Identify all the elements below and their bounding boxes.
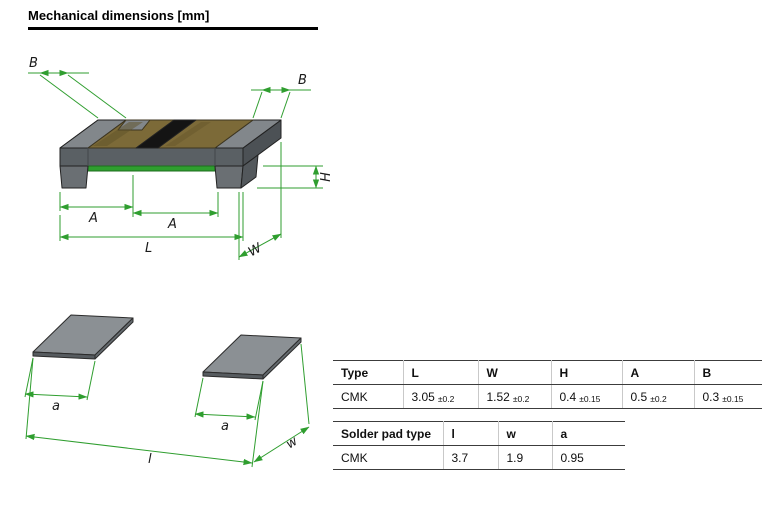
dim-b-right: [251, 86, 311, 119]
header-type: Type: [333, 360, 403, 385]
value: 0.4: [559, 390, 577, 404]
label-b-left: B: [29, 56, 38, 71]
header-b-upper: B: [693, 360, 762, 385]
label-a-right: A: [167, 217, 177, 232]
right-terminal: [214, 165, 244, 189]
cell-width: 1.52±0.2: [477, 384, 551, 409]
extension-line: [67, 74, 127, 119]
value: 0.5: [630, 390, 648, 404]
left-terminal: [59, 165, 89, 189]
header-w-upper: W: [477, 360, 551, 385]
tolerance: ±0.15: [579, 394, 601, 404]
solder-pad-table-header-row: Solder pad type l w a: [333, 421, 625, 446]
dimension-table-header-row: Type L W H A B: [333, 360, 762, 385]
table-row: CMK 3.05±0.2 1.52±0.2 0.4±0.15 0.5±0.2 0…: [333, 384, 762, 409]
solder-pad-drawing: a a l w: [24, 314, 310, 468]
extension-line: [24, 357, 34, 398]
dim-a-right: [132, 192, 219, 217]
tolerance: ±0.2: [650, 394, 667, 404]
tolerance: ±0.2: [512, 394, 530, 404]
chip-dimension-labels: B B A A L W H: [29, 56, 334, 260]
header-l-upper: L: [402, 360, 478, 385]
label-a-right: a: [221, 419, 229, 434]
cell-length: 3.05±0.2: [402, 384, 478, 409]
value: 1.52: [486, 390, 510, 404]
dim-height: [257, 165, 323, 189]
extension-line: [25, 357, 34, 440]
dimension-line: [253, 426, 310, 463]
cell-a: 0.5±0.2: [621, 384, 694, 409]
label-width: W: [246, 240, 266, 260]
pad-dimensions: [24, 343, 310, 468]
label-b-right: B: [298, 73, 307, 88]
cell-pad-type: CMK: [333, 445, 443, 470]
dimension-line: [24, 391, 88, 400]
right-pad-side: [262, 337, 302, 380]
dimension-table: Type L W H A B CMK 3.05±0.2 1.52±0.2 0.4…: [333, 360, 762, 409]
extension-line: [280, 91, 291, 119]
dim-a-right: [194, 377, 264, 421]
solder-pad-table: Solder pad type l w a CMK 3.7 1.9 0.95: [333, 421, 625, 470]
element-texture: [165, 122, 211, 146]
value: 3.05: [411, 390, 435, 404]
cell-pad-a: 0.95: [551, 445, 625, 470]
cell-type: CMK: [333, 384, 403, 409]
extension-line: [194, 377, 204, 418]
header-a-lower: a: [551, 421, 625, 446]
label-height: H: [319, 172, 334, 182]
header-a-upper: A: [621, 360, 694, 385]
header-solder-pad-type: Solder pad type: [333, 421, 443, 446]
header-h-upper: H: [550, 360, 622, 385]
extension-line: [252, 91, 263, 119]
cell-height: 0.4±0.15: [550, 384, 622, 409]
dimension-line: [238, 233, 282, 258]
label-width: w: [284, 434, 301, 453]
header-l-lower: l: [442, 421, 498, 446]
dim-width: [253, 343, 310, 463]
chip-mechanical-drawing: B B A A L W H: [28, 56, 334, 260]
header-w-lower: w: [497, 421, 552, 446]
tolerance: ±0.2: [437, 394, 455, 404]
extension-line: [300, 343, 310, 425]
pad-dimension-labels: a a l w: [52, 399, 301, 467]
table-row: CMK 3.7 1.9 0.95: [333, 445, 625, 470]
extension-line: [251, 380, 264, 468]
dim-b-left: [28, 69, 127, 119]
substrate-edge: [87, 165, 216, 172]
page-title: Mechanical dimensions [mm]: [28, 8, 210, 23]
center-band: [135, 119, 197, 149]
label-a-left: A: [88, 211, 98, 226]
cell-pad-w: 1.9: [497, 445, 552, 470]
extension-line: [39, 74, 99, 119]
tolerance: ±0.15: [722, 394, 744, 404]
label-length: L: [145, 241, 152, 256]
element-texture: [93, 122, 143, 146]
right-terminal-side: [240, 154, 259, 189]
dimension-line: [194, 411, 256, 420]
dim-width: [238, 142, 282, 260]
dim-a-left: [24, 357, 96, 401]
value: 0.3: [702, 390, 720, 404]
cell-b: 0.3±0.15: [693, 384, 762, 409]
chip-body: [59, 119, 282, 189]
chip-front-face: [59, 147, 244, 167]
chip-dimensions: [28, 69, 323, 260]
extension-line: [86, 360, 96, 401]
label-length: l: [148, 452, 152, 467]
title-underline: [28, 27, 318, 30]
dim-length: [59, 192, 244, 241]
cell-pad-l: 3.7: [442, 445, 498, 470]
dimension-line: [25, 433, 253, 466]
solder-pads: [32, 314, 302, 380]
label-a-left: a: [52, 399, 60, 414]
left-pad-side: [94, 317, 134, 360]
